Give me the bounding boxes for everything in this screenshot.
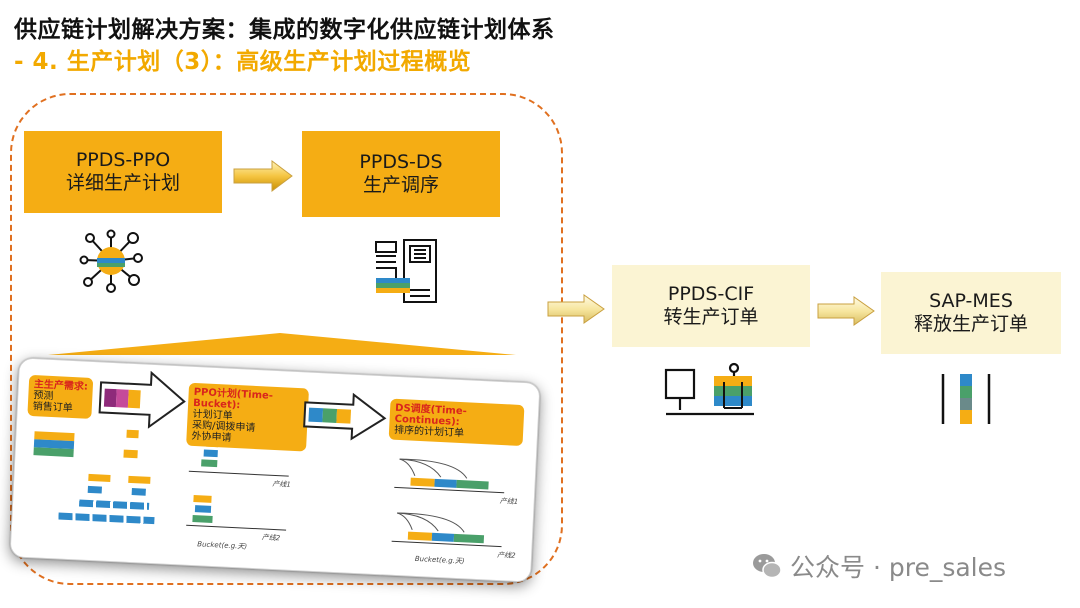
ds-sequence-arrows-icon (396, 512, 465, 533)
ds-title-box: DS调度(Time-Continues): 排序的计划订单 (388, 398, 525, 447)
ppo-to-ds-arrow-icon (303, 392, 387, 441)
ppo-bucket-bar (194, 505, 212, 513)
bom-node (88, 473, 111, 482)
ds-line1-label: 产线1 (499, 497, 519, 506)
ds-sequence-bar (410, 477, 435, 487)
ppds-ds-code: PPDS-DS (359, 151, 443, 173)
ppo-axis-line1 (188, 470, 289, 477)
ppds-ppo-label: 详细生产计划 (65, 172, 180, 194)
ds-sequence-bar (456, 479, 489, 490)
ppo-line1-label: 产线1 (272, 479, 291, 489)
bom-node (128, 475, 151, 484)
sap-mes-label: 释放生产订单 (913, 313, 1028, 335)
arrow-right-icon (233, 160, 293, 192)
network-icon (79, 229, 143, 293)
ds-line2-label: 产线2 (496, 550, 516, 560)
ppds-cif-code: PPDS-CIF (667, 283, 755, 305)
page-title: 供应链计划解决方案：集成的数字化供应链计划体系 (14, 17, 555, 43)
mps-item-sales-order: 销售订单 (32, 401, 74, 415)
ppds-ds-label: 生产调序 (362, 174, 439, 196)
ppds-cif-label: 转生产订单 (663, 306, 759, 328)
bom-node (126, 429, 139, 439)
ppds-ppo-code: PPDS-PPO (75, 149, 171, 171)
mps-bar-green (33, 447, 74, 458)
ppds-ppo-box: PPDS-PPO 详细生产计划 (24, 131, 222, 213)
production-worker-icon (664, 362, 754, 416)
release-order-icon (941, 374, 991, 424)
sap-mes-code: SAP-MES (929, 290, 1013, 312)
expand-trapezoid (48, 333, 516, 355)
wechat-icon (753, 554, 782, 579)
ppo-bucket-bar (193, 495, 212, 503)
mps-to-ppo-arrow-icon (98, 370, 186, 429)
ds-axis-line2 (391, 540, 502, 548)
bom-leaf-row (58, 512, 155, 525)
arrow-right-icon (817, 296, 875, 326)
ppds-ds-box: PPDS-DS 生产调序 (302, 131, 500, 217)
ds-sequence-bar (431, 532, 455, 542)
ds-sequence-bar (434, 478, 457, 488)
ds-sequence-bar (407, 531, 433, 541)
sap-mes-box: SAP-MES 释放生产订单 (881, 272, 1061, 354)
ppo-bucket-bar (192, 515, 213, 524)
bom-leaf-row (78, 499, 150, 510)
arrow-right-icon (547, 294, 605, 324)
ppo-bucket-bar (203, 449, 218, 458)
ds-sequence-arrows-icon (399, 458, 468, 479)
watermark-text: 公众号 · pre_sales (790, 553, 1007, 582)
process-detail-panel: 主生产需求: 预测 销售订单 PPO计划(Time-Bucket): 计划订单 … (9, 357, 541, 583)
ppds-cif-box: PPDS-CIF 转生产订单 (612, 265, 810, 347)
ppo-bucket-bar (206, 439, 219, 448)
bom-node (131, 488, 146, 496)
bom-node (87, 485, 102, 494)
ppo-axis-line2 (186, 524, 287, 531)
page-subtitle: - 4. 生产计划（3）：高级生产计划过程概览 (14, 49, 472, 75)
dashed-group-frame (10, 93, 563, 585)
schedule-icon (375, 239, 437, 303)
bom-node (123, 449, 138, 459)
mps-title-box: 主生产需求: 预测 销售订单 (27, 374, 94, 419)
ppo-bucket-label: Bucket(e.g.天) (197, 540, 248, 551)
ppo-bucket-bar (201, 459, 218, 468)
ds-sequence-bar (453, 533, 485, 544)
ppo-line2-label: 产线2 (261, 533, 281, 543)
ppo-title-box: PPO计划(Time-Bucket): 计划订单 采购/调拨申请 外协申请 (186, 382, 310, 452)
watermark: 公众号 · pre_sales (752, 548, 1006, 584)
ds-bucket-label: Bucket(e.g.天) (414, 554, 465, 566)
